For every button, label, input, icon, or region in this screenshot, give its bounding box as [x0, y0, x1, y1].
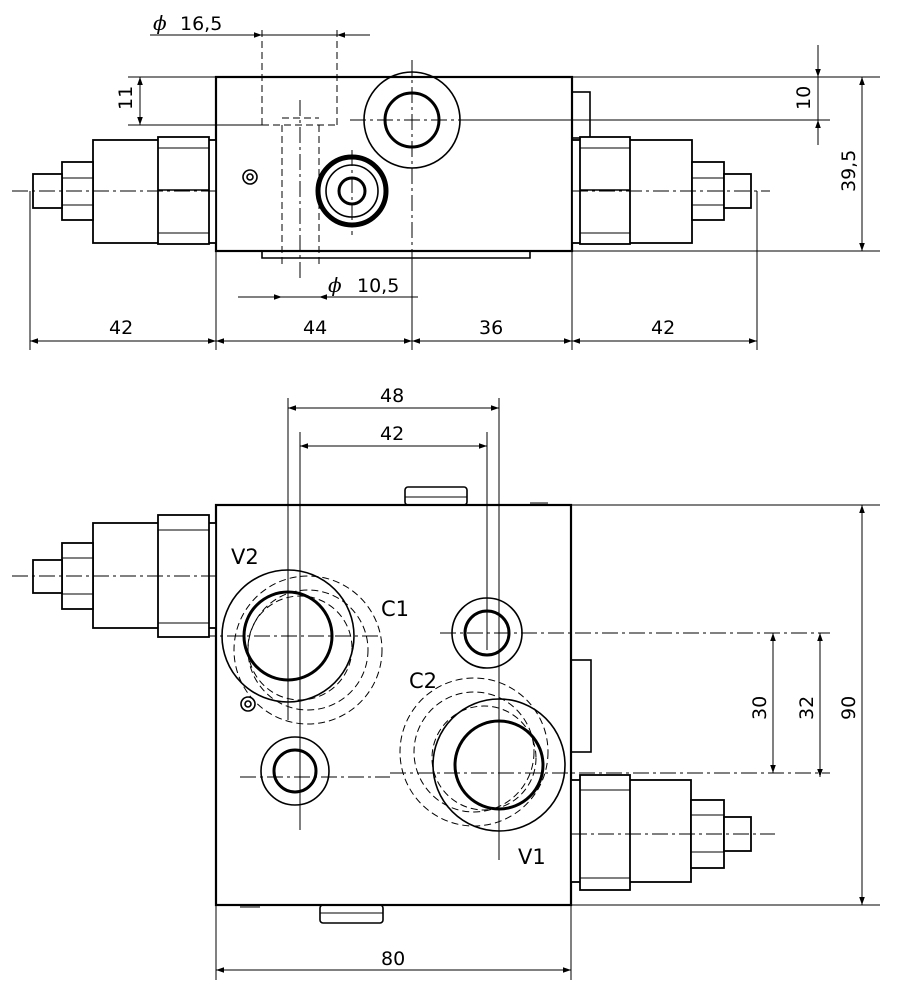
dim-h30-label: 30 — [749, 696, 771, 720]
top-left-cartridge — [12, 136, 217, 245]
dim-w42-label: 42 — [380, 423, 404, 445]
port-c1 — [440, 597, 830, 669]
dim-h11-label: 11 — [115, 86, 137, 110]
dim-h10: 10 — [460, 45, 880, 145]
top-right-cartridge — [571, 136, 770, 245]
dim-h39-5: 39,5 — [572, 77, 880, 252]
dim-d10-5: ϕ 10,5 — [238, 273, 418, 300]
dim-w36-label: 36 — [479, 317, 503, 339]
dim-h30: 30 — [749, 633, 776, 773]
front-left-cartridge — [12, 514, 217, 638]
dim-d10-5-label: 10,5 — [357, 275, 399, 297]
dim-h11: 11 — [115, 76, 262, 126]
port-c2 — [240, 736, 390, 806]
label-c2: C2 — [409, 669, 437, 693]
dim-d16-5-label: 16,5 — [180, 13, 222, 35]
top-hidden-bores — [261, 30, 338, 280]
label-v2: V2 — [231, 545, 259, 569]
dim-h32: 32 — [796, 633, 823, 777]
top-view: ϕ 16,5 ϕ 10,5 11 10 — [12, 11, 880, 350]
dim-w44-label: 44 — [303, 317, 327, 339]
port-v1 — [390, 677, 830, 832]
dim-chain-top-view: 42 44 36 42 — [29, 191, 758, 350]
dim-w42-right-label: 42 — [651, 317, 675, 339]
label-c1: C1 — [381, 597, 409, 621]
dim-w80: 80 — [215, 905, 572, 980]
dim-w42: 42 — [300, 423, 487, 449]
dim-w42-left-label: 42 — [109, 317, 133, 339]
dim-w48: 48 — [288, 385, 499, 411]
dim-h39-5-label: 39,5 — [838, 150, 860, 192]
dim-h10-label: 10 — [793, 86, 815, 110]
dim-d10-5-symbol: ϕ — [328, 273, 342, 297]
dim-d16-5: ϕ 16,5 — [150, 11, 370, 38]
label-v1: V1 — [518, 845, 546, 869]
dim-w80-label: 80 — [381, 948, 405, 970]
dim-h90-label: 90 — [838, 696, 860, 720]
dim-h32-label: 32 — [796, 696, 818, 720]
dim-h90: 90 — [571, 504, 880, 906]
top-small-port — [315, 150, 389, 235]
port-v2 — [200, 569, 383, 725]
front-view: V2 C1 C2 V1 48 42 30 32 90 — [12, 385, 880, 980]
front-right-cartridge — [570, 774, 775, 891]
dim-w48-label: 48 — [380, 385, 404, 407]
dim-d16-5-symbol: ϕ — [153, 11, 167, 35]
